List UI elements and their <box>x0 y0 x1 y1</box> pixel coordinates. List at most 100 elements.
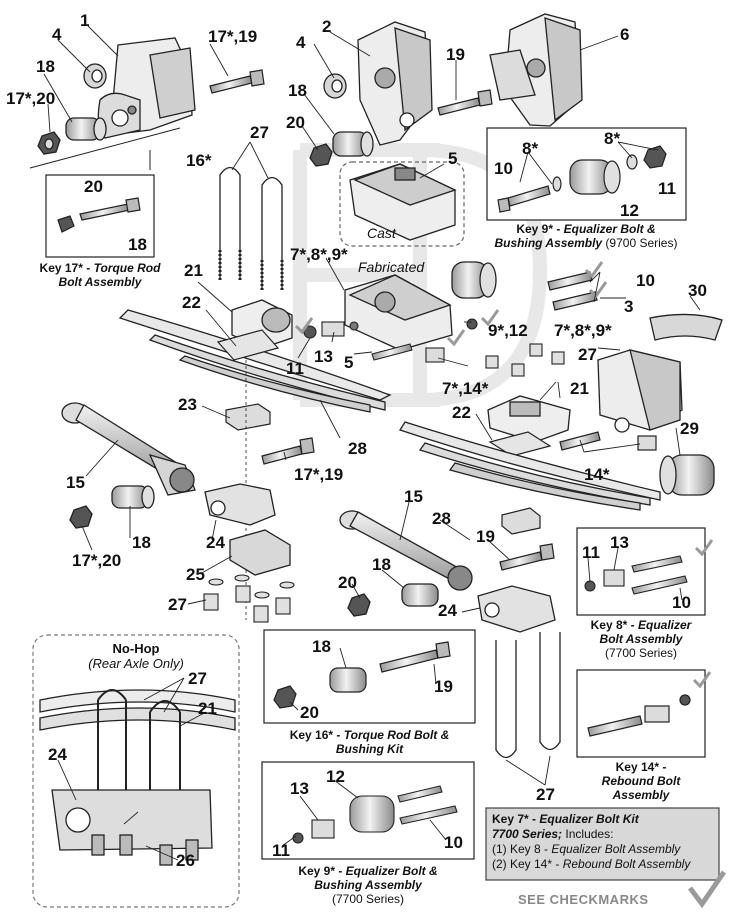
key9-9700-caption-key: Key 9* - <box>516 222 564 236</box>
label-7-14: 7*,14* <box>442 379 489 398</box>
key9-7700-parts <box>292 785 458 844</box>
key9-7700-caption-series: (7700 Series) <box>331 892 405 906</box>
key14-caption-key: Key 14* - <box>615 760 667 774</box>
hanger-bracket-1 <box>97 37 196 139</box>
label-18c: 18 <box>128 235 147 254</box>
key9-7700-caption-key: Key 9* - <box>298 864 346 878</box>
label-14: 14* <box>584 465 610 484</box>
label-8a: 8* <box>604 129 621 148</box>
bushing-18e <box>401 583 439 607</box>
label-12b: 12 <box>326 767 345 786</box>
bushing-18a <box>65 117 107 141</box>
key17-bolt <box>57 197 141 233</box>
nohop-subtitle: (Rear Axle Only) <box>88 656 184 671</box>
hanger-bracket-3 <box>597 349 683 433</box>
label-23: 23 <box>178 395 197 414</box>
leader-16a <box>29 127 181 170</box>
nut-20c <box>347 593 371 617</box>
key8-caption: Key 8* - Equalizer Bolt Assembly (7700 S… <box>577 618 705 660</box>
bushing-29 <box>659 454 715 496</box>
spacer-28-block <box>501 507 541 535</box>
label-26: 26 <box>176 851 195 870</box>
label-19a: 19 <box>446 45 465 64</box>
label-11c: 11 <box>582 543 600 562</box>
hanger-bracket-2 <box>357 21 433 146</box>
bolt-19b <box>499 543 555 571</box>
key7-note-item2-num: (2) Key 14* - <box>492 857 563 871</box>
key7-note-title: Equalizer Bolt Kit <box>539 812 639 826</box>
key9-9700-caption: Key 9* - Equalizer Bolt & Bushing Assemb… <box>474 222 698 250</box>
key17-caption-key: Key 17* - <box>39 261 94 275</box>
key16-caption-title: Torque Rod Bolt & <box>343 728 450 742</box>
key16-caption: Key 16* - Torque Rod Bolt & Bushing Kit <box>264 728 475 756</box>
label-28b: 28 <box>432 509 451 528</box>
key8-caption-series: (7700 Series) <box>604 646 678 660</box>
label-19c: 19 <box>434 677 453 696</box>
check-icons <box>294 261 727 909</box>
label-17-20a: 17*,20 <box>6 89 56 108</box>
u-bolts-27a <box>218 166 284 290</box>
leaf-spring-left <box>118 309 392 413</box>
label-21b: 21 <box>570 379 589 398</box>
bolts-10b <box>547 271 598 311</box>
label-18d: 18 <box>132 533 151 552</box>
nuts-27c <box>203 574 295 623</box>
key7-note-item1: Equalizer Bolt Assembly <box>551 842 681 856</box>
torque-rod-15a <box>61 402 196 496</box>
cast-equalizer-5 <box>349 163 457 241</box>
nohop-assembly <box>39 689 236 866</box>
label-15b: 15 <box>404 487 423 506</box>
key8-caption-title: Equalizer <box>638 618 692 632</box>
label-30: 30 <box>688 281 707 300</box>
key14-box <box>576 669 706 758</box>
nohop-title-text: No-Hop <box>112 641 160 656</box>
bolt-17-19b <box>261 437 315 465</box>
torque-rod-15b <box>339 510 473 591</box>
key8-caption-key: Key 8* - <box>590 618 638 632</box>
small-hardware-11-13 <box>303 318 478 363</box>
label-21a: 21 <box>184 261 203 280</box>
label-10b: 10 <box>636 271 655 290</box>
label-13a: 13 <box>314 347 333 366</box>
bushing-18b <box>332 131 374 157</box>
nut-20a <box>309 143 333 167</box>
label-6: 6 <box>620 25 630 44</box>
bushing-9-12 <box>451 261 497 299</box>
key8-box <box>576 527 706 616</box>
see-checkmarks-label: SEE CHECKMARKS <box>518 892 649 907</box>
cast-equalizer-dashed <box>339 161 465 247</box>
key9-9700-caption-title: Equalizer Bolt & <box>563 222 656 236</box>
key7-note-includes: Includes: <box>562 827 614 841</box>
label-18e: 18 <box>372 555 391 574</box>
label-3: 3 <box>624 297 634 316</box>
axle-seat-24a <box>204 483 276 526</box>
axle-cap-25 <box>229 529 291 576</box>
label-11a: 11 <box>658 179 676 198</box>
bolt-17-19a <box>209 69 265 94</box>
label-27a: 27 <box>250 123 269 142</box>
key14-parts <box>587 694 691 737</box>
nohop-box <box>32 634 240 908</box>
label-10c: 10 <box>672 593 691 612</box>
bolt-19a <box>437 89 493 116</box>
label-27e: 27 <box>536 785 555 804</box>
key8-caption-title2: Bolt Assembly <box>599 632 683 646</box>
label-16: 16* <box>186 151 212 170</box>
hanger-bracket-6 <box>489 13 583 127</box>
label-13b: 13 <box>610 533 629 552</box>
leaf-spring-right <box>399 421 661 511</box>
label-20b: 20 <box>84 177 103 196</box>
label-22b: 22 <box>452 403 471 422</box>
key17-caption-title2: Bolt Assembly <box>58 275 142 289</box>
label-18a: 18 <box>36 57 55 76</box>
key9-7700-caption-title: Equalizer Bolt & <box>345 864 438 878</box>
key9-7700-caption: Key 9* - Equalizer Bolt & Bushing Assemb… <box>262 864 474 906</box>
label-17-19a: 17*,19 <box>208 27 258 46</box>
label-27b: 27 <box>578 345 597 364</box>
label-27d: 27 <box>188 669 207 688</box>
nuts-27b <box>485 343 565 377</box>
rebound-bolt-14 <box>559 431 657 451</box>
label-19b: 19 <box>476 527 495 546</box>
label-29: 29 <box>680 419 699 438</box>
label-4b: 4 <box>296 33 306 52</box>
